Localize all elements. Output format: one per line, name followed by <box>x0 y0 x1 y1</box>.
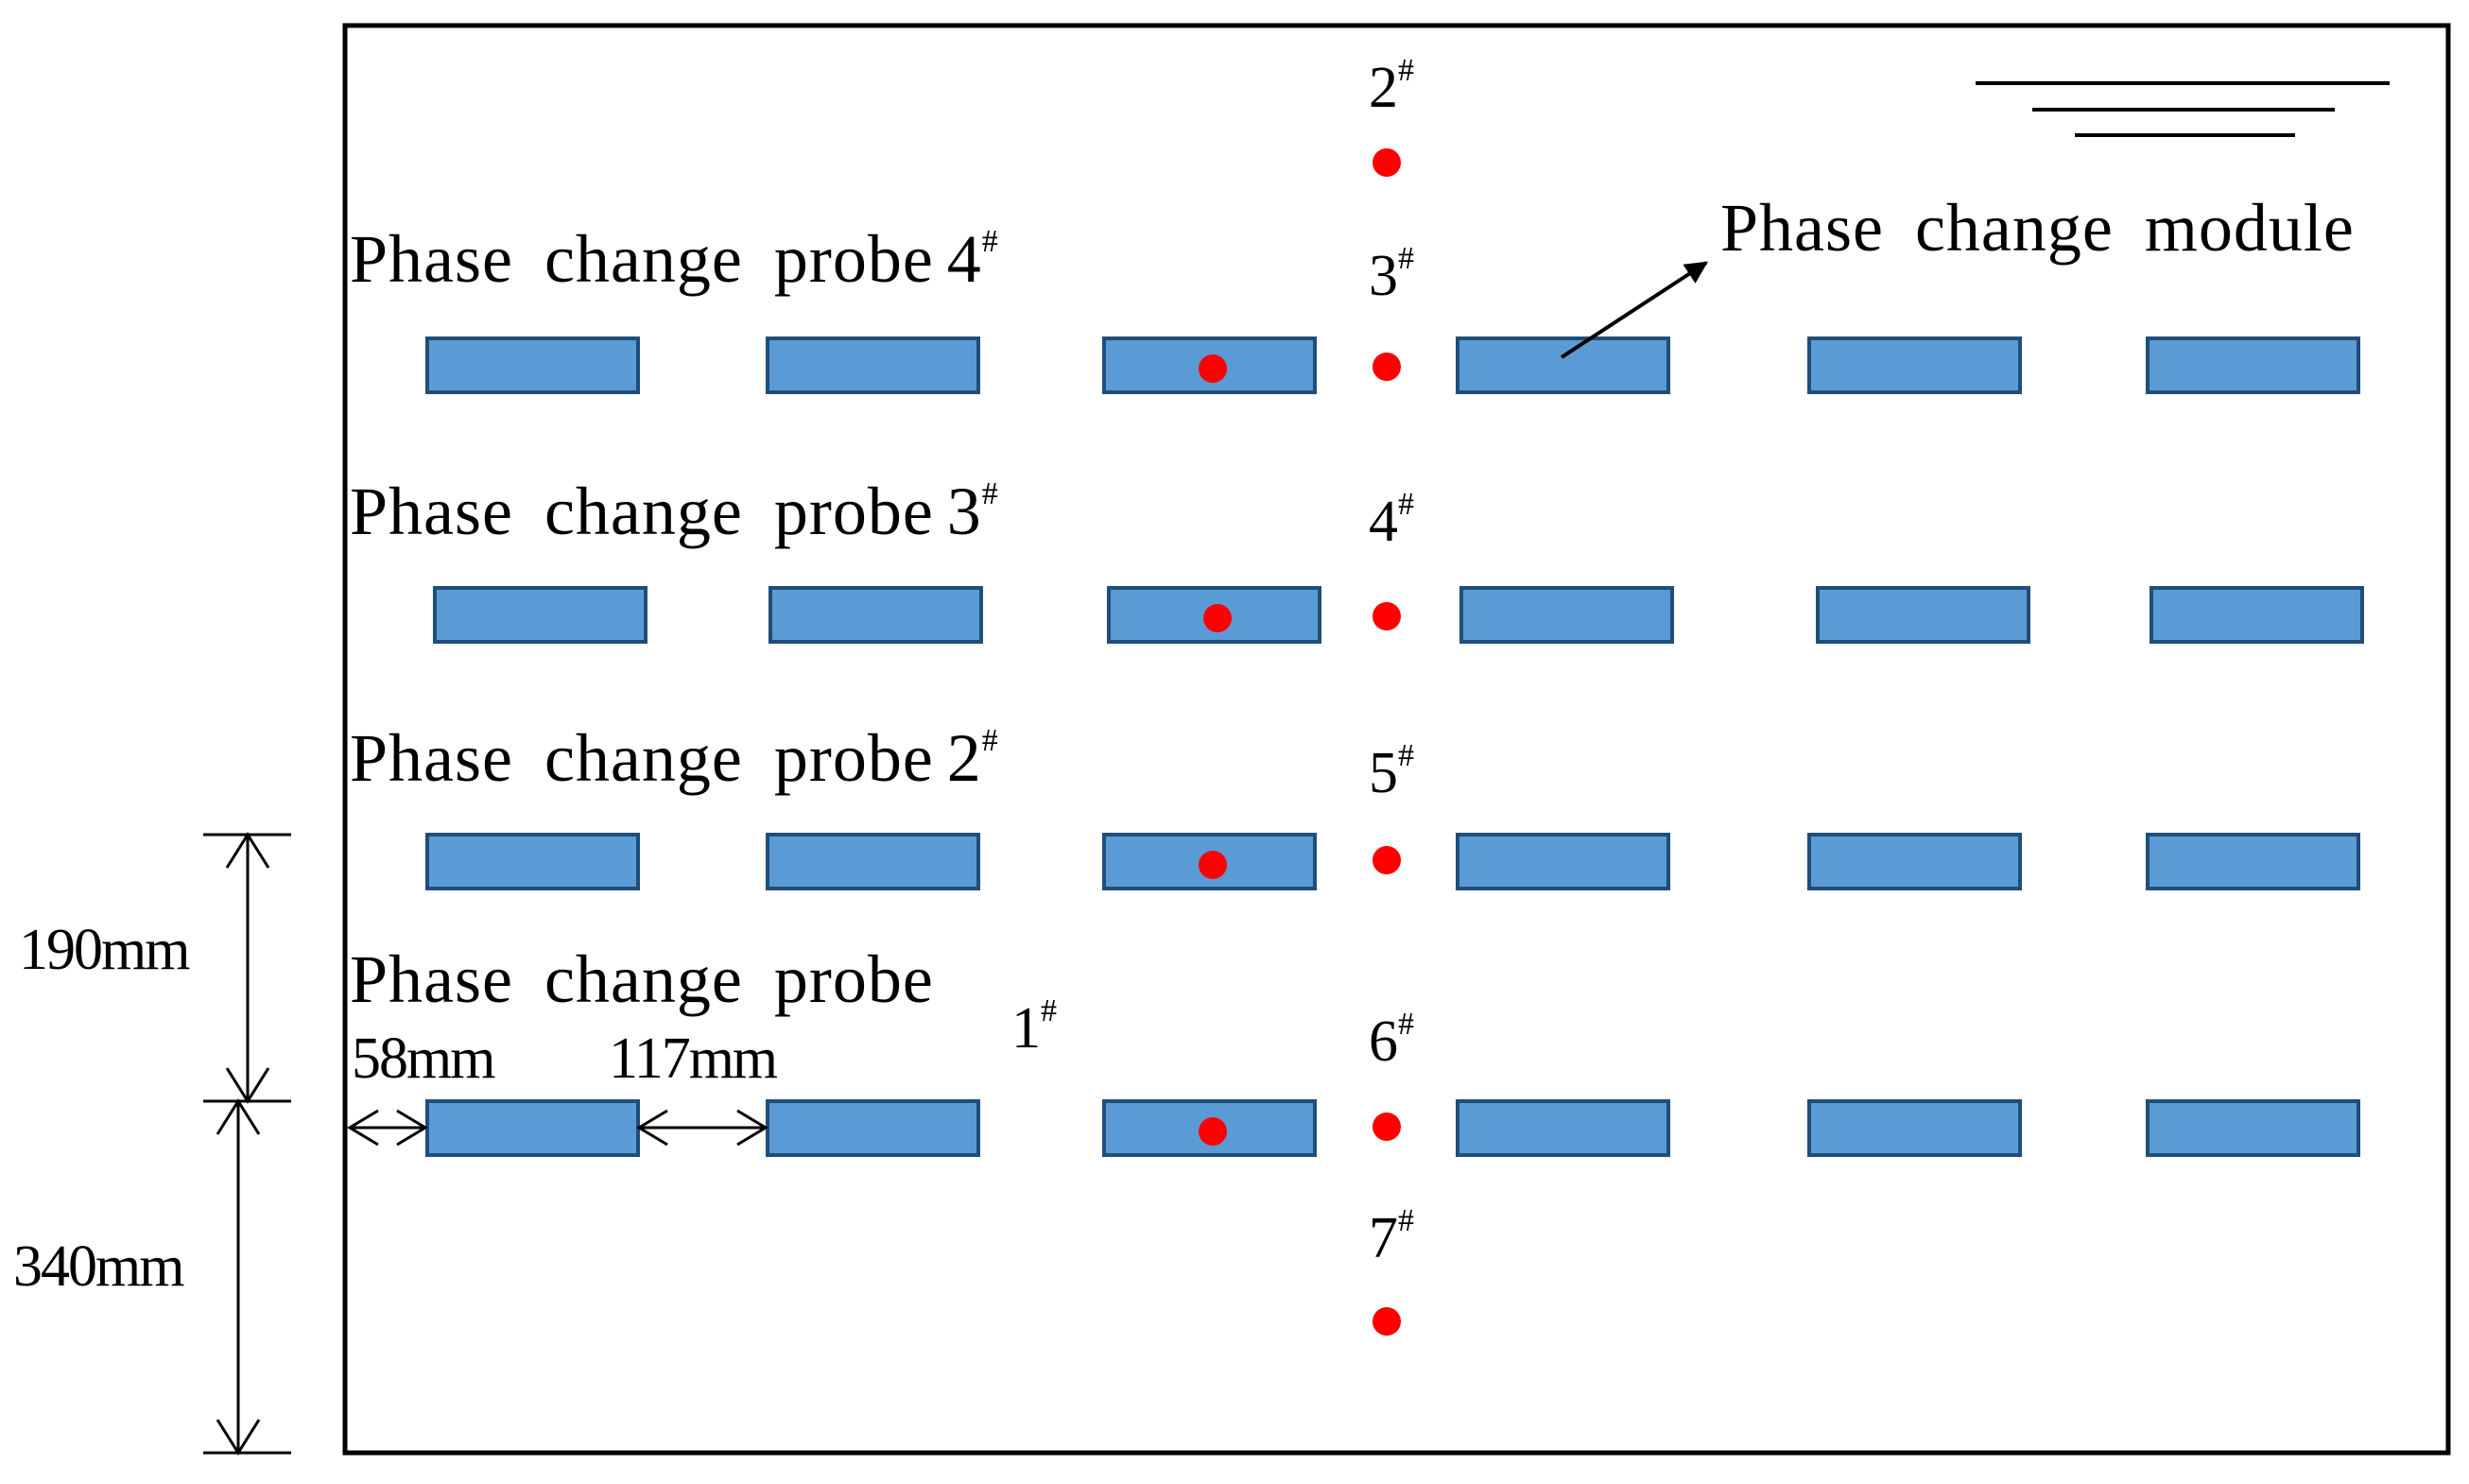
phase-change-module-row-2-2 <box>766 833 980 890</box>
phase-change-probe-point-2 <box>1199 851 1227 879</box>
phase-change-module-row-3-2 <box>768 586 983 644</box>
phase-change-module-row-2-6 <box>2146 833 2360 890</box>
dimension-bottom-depth <box>203 1098 291 1456</box>
phase-change-module-row-2-5 <box>1807 833 2022 890</box>
phase-change-module-row-4-6 <box>2146 336 2360 394</box>
measure-point-5 <box>1373 846 1401 874</box>
measure-point-7 <box>1373 1307 1401 1336</box>
phase-change-module-row-4-2 <box>766 336 980 394</box>
phase-change-module-row-1-5 <box>1807 1099 2022 1157</box>
measure-label-3: 3# <box>1369 241 1414 308</box>
measure-point-2 <box>1373 148 1401 177</box>
phase-change-module-row-1-2 <box>766 1099 980 1157</box>
measure-label-7: 7# <box>1369 1203 1414 1270</box>
phase-change-module-row-1-3 <box>1102 1099 1317 1157</box>
measure-point-3 <box>1373 353 1401 381</box>
tank-frame <box>342 23 2451 1456</box>
dimension-label-row-spacing: 190mm <box>19 918 190 982</box>
measure-points <box>1373 148 1401 1336</box>
dimension-edge-gap <box>347 1109 428 1147</box>
phase-change-module-row-1-4 <box>1456 1099 1670 1157</box>
probe-label-1: Phase change probe <box>350 941 934 1017</box>
phase-change-module-row-3-4 <box>1459 586 1674 644</box>
probe-label-1-number: 1# <box>1011 993 1057 1061</box>
phase-change-module-row-2-1 <box>425 833 640 890</box>
dimension-label-edge-gap: 58mm <box>352 1027 495 1091</box>
module-label: Phase change module <box>1720 190 2355 266</box>
phase-change-probe-point-3 <box>1203 604 1232 632</box>
measure-point-6 <box>1373 1113 1401 1141</box>
phase-change-module-row-4-1 <box>425 336 640 394</box>
measure-label-4: 4# <box>1369 487 1414 554</box>
measure-point-4 <box>1373 602 1401 630</box>
phase-change-module-row-4-5 <box>1807 336 2022 394</box>
phase-change-module-row-1-1 <box>425 1099 640 1157</box>
probe-points <box>1199 354 1232 1146</box>
phase-change-module-row-4-4 <box>1456 336 1670 394</box>
measure-point-labels: 2# 3# 4# 5# 6# 7# <box>1369 53 1414 1270</box>
dimension-label-bottom-depth: 340mm <box>13 1234 184 1299</box>
measure-label-5: 5# <box>1369 738 1414 805</box>
phase-change-module-row-1-6 <box>2146 1099 2360 1157</box>
phase-change-module-row-3-6 <box>2150 586 2364 644</box>
phase-change-module-row-3-5 <box>1816 586 2030 644</box>
phase-change-probe-point-4 <box>1199 354 1227 383</box>
dimension-row-spacing <box>203 832 291 1104</box>
module-callout: Phase change module <box>1560 190 2355 359</box>
water-level-icon <box>1976 81 2390 137</box>
phase-change-module-row-3-1 <box>433 586 647 644</box>
measure-label-2: 2# <box>1369 53 1414 120</box>
module-callout-arrow <box>1560 261 1709 359</box>
measure-label-6: 6# <box>1369 1007 1414 1074</box>
dimension-module-gap <box>636 1109 768 1147</box>
phase-change-module-row-2-4 <box>1456 833 1670 890</box>
module-rows <box>425 336 2364 1157</box>
phase-change-probe-point-1 <box>1199 1117 1227 1146</box>
dimension-label-module-gap: 117mm <box>609 1027 778 1091</box>
